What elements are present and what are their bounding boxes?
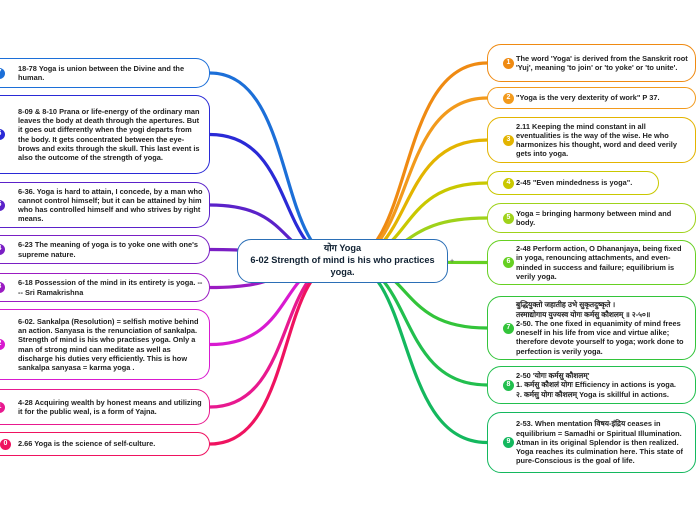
topic-text: Yoga = bringing harmony between mind and… [516, 208, 672, 227]
left-topic-3[interactable]: 5 6-36. Yoga is hard to attain, I concede… [0, 182, 210, 228]
topic-text: 6-18 Possession of the mind in its entir… [18, 278, 203, 297]
topic-text: 2-50 'योगः कर्मसु कौशलम्' 1. कर्मसु कौशल… [516, 371, 676, 399]
number-badge-icon: 7 [503, 322, 514, 334]
topic-text: 6-23 The meaning of yoga is to yoke one … [18, 240, 198, 259]
number-badge-icon: 1 [503, 57, 514, 69]
topic-text: 2.66 Yoga is the science of self-culture… [18, 439, 156, 449]
number-badge-icon: 5 [0, 199, 5, 211]
left-topic-5[interactable]: 3 6-18 Possession of the mind in its enti… [0, 273, 210, 302]
number-badge-icon: 2 [503, 92, 514, 104]
topic-text: बुद्धियुक्तो जहातीह उभे सुकृतदुष्कृते । … [516, 300, 684, 356]
topic-text: 6-02. Sankalpa (Resolution) = selfish mo… [18, 316, 199, 372]
topic-text: 2-48 Perform action, O Dhananjaya, being… [516, 244, 682, 281]
number-badge-icon: 6 [503, 257, 514, 268]
number-badge-icon: 1 [0, 401, 5, 413]
topic-text: 2-45 "Even mindedness is yoga". [516, 178, 633, 188]
topic-text: 8-09 & 8-10 Prana or life-energy of the … [18, 106, 200, 162]
right-branch-9 [341, 259, 489, 445]
number-badge-icon: 4 [0, 244, 5, 255]
left-topic-4[interactable]: 4 6-23 The meaning of yoga is to yoke one… [0, 235, 210, 264]
collapse-toggle-icon[interactable]: + [450, 258, 455, 265]
topic-text: "Yoga is the very dexterity of work" P 3… [516, 93, 660, 103]
topic-text: 2-53. When mentation विषय-इंद्रिय ceases… [516, 419, 684, 466]
number-badge-icon: 5 [503, 212, 514, 224]
right-topic-2[interactable]: 2"Yoga is the very dexterity of work" P … [487, 87, 696, 109]
left-topic-7[interactable]: 1 4-28 Acquiring wealth by honest means a… [0, 389, 210, 425]
number-badge-icon: 4 [503, 177, 514, 189]
left-topic-2[interactable]: 6 8-09 & 8-10 Prana or life-energy of the… [0, 95, 210, 174]
number-badge-icon: 2 [0, 339, 5, 350]
topic-text: 18-78 Yoga is union between the Divine a… [18, 63, 185, 82]
topic-text: 4-28 Acquiring wealth by honest means an… [18, 397, 202, 416]
topic-text: 2.11 Keeping the mind constant in all ev… [516, 121, 677, 159]
left-topic-8[interactable]: 102.66 Yoga is the science of self-cultu… [0, 432, 210, 456]
number-badge-icon: 3 [503, 134, 514, 146]
number-badge-icon: 6 [0, 129, 5, 140]
left-branch-1 [208, 71, 345, 263]
left-topic-1[interactable]: 7 18-78 Yoga is union between the Divine … [0, 58, 210, 88]
topic-text: The word 'Yoga' is derived from the Sans… [516, 53, 688, 72]
left-topic-6[interactable]: 2 6-02. Sankalpa (Resolution) = selfish m… [0, 309, 210, 380]
topic-text: 6-36. Yoga is hard to attain, I concede,… [18, 186, 203, 224]
central-topic[interactable]: योग Yoga 6-02 Strength of mind is his wh… [237, 239, 448, 283]
central-title: योग Yoga [323, 243, 362, 254]
number-badge-icon: 0 [0, 438, 11, 450]
number-badge-icon: 9 [503, 437, 514, 448]
number-badge-icon: 8 [503, 379, 514, 391]
central-subtitle: 6-02 Strength of mind is his who practic… [250, 255, 435, 277]
number-badge-icon: 3 [0, 282, 5, 293]
number-badge-icon: 7 [0, 67, 5, 79]
